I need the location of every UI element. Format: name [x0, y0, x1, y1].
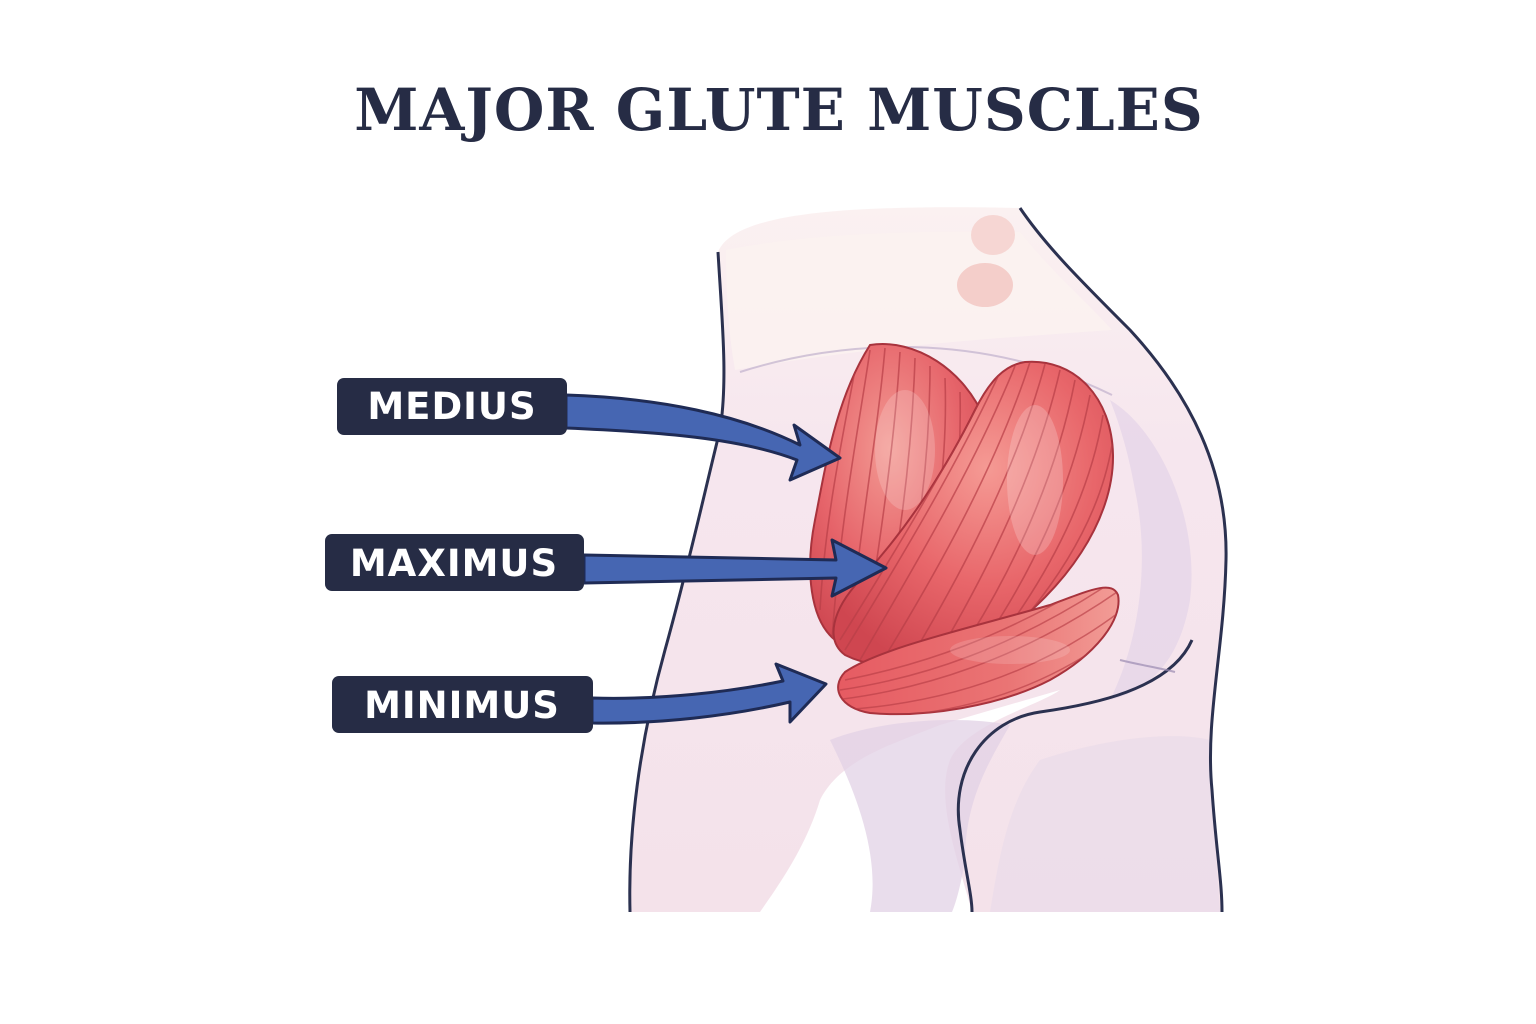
- label-minimus: MINIMUS: [332, 676, 593, 733]
- gluteal-fold-outline: [956, 639, 1194, 913]
- page-title: MAJOR GLUTE MUSCLES: [354, 76, 1204, 144]
- maximus-arrow: [582, 538, 888, 598]
- label-medius-text: MEDIUS: [367, 385, 536, 428]
- lower-back-highlight: [726, 231, 1112, 370]
- skin-blush-top: [971, 215, 1015, 255]
- inner-thigh-shadow: [990, 736, 1220, 912]
- label-maximus: MAXIMUS: [325, 534, 584, 591]
- label-maximus-text: MAXIMUS: [350, 542, 558, 585]
- label-minimus-text: MINIMUS: [364, 684, 560, 727]
- pointer-arrows: [564, 393, 888, 725]
- gluteus-minimus-muscle: [837, 586, 1120, 716]
- minimus-arrow: [590, 662, 828, 725]
- muscle-labels: MEDIUS MAXIMUS MINIMUS: [325, 378, 593, 733]
- label-medius: MEDIUS: [337, 378, 567, 435]
- crease-line: [1119, 659, 1176, 673]
- gluteus-maximus-muscle: [832, 360, 1115, 668]
- left-body-outline: [628, 251, 726, 913]
- medius-arrow: [564, 393, 842, 482]
- right-body-outline: [1018, 207, 1228, 913]
- buttock-shadow: [1110, 400, 1192, 700]
- skin-blush: [957, 263, 1013, 307]
